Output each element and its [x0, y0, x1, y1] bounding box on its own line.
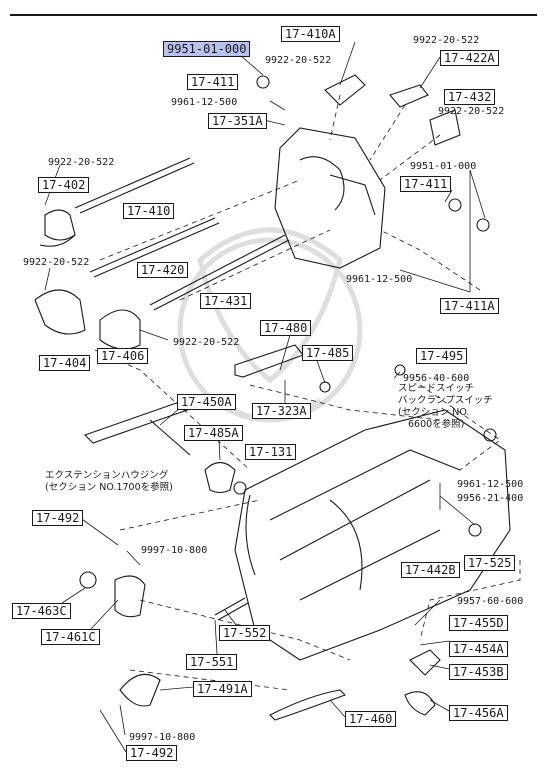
part-17-404: 17-404 [39, 355, 91, 371]
rod-17-431 [149, 234, 286, 306]
bracket-17-491A [119, 673, 161, 707]
switch-note-line-3: (セクション NO. [398, 407, 470, 418]
part-17-491A: 17-491A [193, 681, 252, 697]
part-17-450A: 17-450A [177, 394, 236, 410]
extension-housing-note: エクステンションハウジング (セクション NO.1700を参照) [45, 470, 173, 494]
part-9922-20-522-b: 9922-20-522 [413, 35, 480, 46]
housing-note-line-1: エクステンションハウジング [45, 470, 169, 481]
part-17-454A: 17-454A [449, 641, 508, 657]
upper-case-outline [274, 127, 386, 269]
part-9997-10-800-b: 9997-10-800 [129, 732, 196, 743]
part-17-551: 17-551 [186, 654, 238, 670]
part-17-485: 17-485 [302, 345, 354, 361]
switch-note-line-1: スピードスイッチ [398, 383, 475, 394]
part-17-410A: 17-410A [281, 26, 340, 42]
part-17-432: 17-432 [444, 89, 496, 105]
part-9922-20-522-f: 9922-20-522 [173, 337, 240, 348]
part-17-492-bottom: 17-492 [126, 745, 178, 761]
part-9951-01-000-b: 9951-01-000 [410, 161, 477, 172]
part-17-485A: 17-485A [184, 425, 243, 441]
transmission-case [234, 409, 511, 661]
housing-note-line-2: (セクション NO.1700を参照) [45, 482, 173, 493]
part-17-456A: 17-456A [449, 705, 508, 721]
switch-note-line-2: バックランプスイッチ [398, 395, 493, 406]
part-9997-10-800-a: 9997-10-800 [141, 545, 208, 556]
rod-17-420 [89, 217, 216, 273]
fork-17-402 [44, 209, 76, 241]
part-9956-21-400: 9956-21-400 [457, 493, 524, 504]
part-9922-20-522-c: 9922-20-522 [438, 106, 505, 117]
switch-reference-note: スピードスイッチ バックランプスイッチ (セクション NO. 6600を参照) [398, 383, 493, 431]
part-9961-12-500-c: 9961-12-500 [457, 479, 524, 490]
part-17-410: 17-410 [123, 203, 175, 219]
lever-17-460 [269, 689, 346, 721]
part-17-460: 17-460 [345, 711, 397, 727]
part-17-402: 17-402 [38, 177, 90, 193]
part-9922-20-522-a: 9922-20-522 [265, 55, 332, 66]
part-17-323A: 17-323A [252, 403, 311, 419]
part-9961-12-500-b: 9961-12-500 [346, 274, 413, 285]
part-17-480: 17-480 [260, 320, 312, 336]
part-17-406: 17-406 [97, 348, 149, 364]
part-17-411-top: 17-411 [187, 74, 239, 90]
part-17-431: 17-431 [200, 293, 252, 309]
part-17-442B: 17-442B [401, 562, 460, 578]
fork-17-406 [99, 309, 141, 350]
selector-17-461C [114, 575, 146, 618]
part-17-411-right: 17-411 [400, 176, 452, 192]
part-17-461C: 17-461C [41, 629, 100, 645]
part-17-455D: 17-455D [449, 615, 508, 631]
part-17-463C: 17-463C [12, 603, 71, 619]
part-17-411A: 17-411A [440, 298, 499, 314]
part-17-495: 17-495 [416, 348, 468, 364]
part-17-525: 17-525 [464, 555, 516, 571]
part-17-552: 17-552 [219, 625, 271, 641]
part-17-453B: 17-453B [449, 664, 508, 680]
part-9961-12-500-a: 9961-12-500 [171, 97, 238, 108]
part-9951-01-000-top: 9951-01-000 [163, 41, 251, 57]
part-17-420: 17-420 [137, 262, 189, 278]
part-9922-20-522-d: 9922-20-522 [48, 157, 115, 168]
boot-17-485A [204, 461, 236, 494]
part-17-492-top: 17-492 [32, 510, 84, 526]
part-9957-60-600: 9957-60-600 [457, 596, 524, 607]
rod-17-410 [74, 157, 191, 209]
leader-lines [44, 41, 486, 753]
part-9956-40-600: 9956-40-600 [403, 373, 470, 384]
switch-note-line-4: 6600を参照) [408, 419, 465, 430]
lever-17-480 [234, 344, 304, 378]
part-17-131: 17-131 [245, 444, 297, 460]
part-17-422A: 17-422A [440, 50, 499, 66]
fork-17-404 [34, 289, 86, 335]
part-9922-20-522-e: 9922-20-522 [23, 257, 90, 268]
part-17-351A: 17-351A [208, 113, 267, 129]
